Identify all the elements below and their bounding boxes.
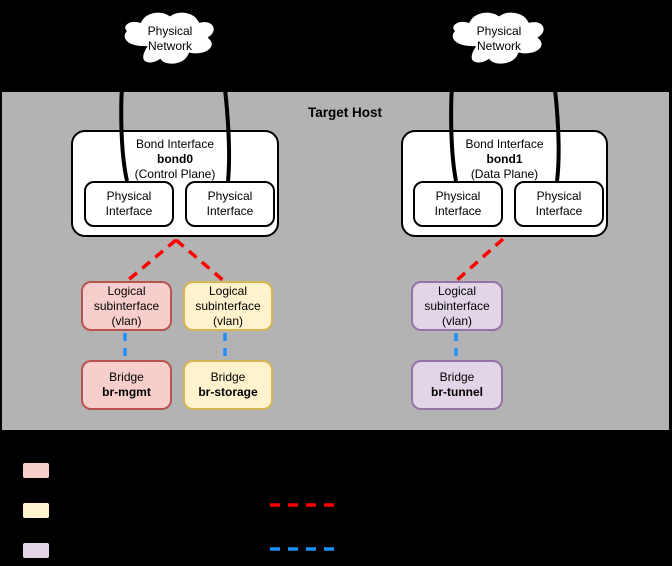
vlan-label: Logical — [107, 283, 146, 298]
legend-mgmt-color-swatch — [21, 461, 51, 480]
bond0-plane-label: (Control Plane) — [134, 167, 216, 181]
bridge-label: Bridge — [109, 370, 144, 384]
bond0-name: bond0 — [157, 152, 193, 166]
vlan-label: (vlan) — [111, 313, 142, 328]
vlan-label: (vlan) — [212, 313, 243, 328]
bond1-label: Bond Interface bond1 (Data Plane) — [403, 137, 606, 182]
bond0-physical-interface-1: Physical Interface — [84, 181, 174, 227]
bond1-name: bond1 — [486, 152, 523, 166]
target-host-title: Target Host — [307, 105, 382, 120]
bridge-br-tunnel: Bridge br-tunnel — [411, 360, 503, 410]
cloud-label-line: Physical — [147, 24, 193, 38]
bridge-br-storage: Bridge br-storage — [183, 360, 273, 410]
bridge-br-mgmt: Bridge br-mgmt — [81, 360, 172, 410]
bridge-name: br-mgmt — [102, 385, 151, 399]
bridge-name: br-tunnel — [431, 385, 483, 399]
bond1-box: Bond Interface bond1 (Data Plane) Physic… — [401, 130, 608, 237]
physical-interface-label: Interface — [434, 204, 482, 218]
vlan-label: subinterface — [424, 298, 490, 313]
vlan-subinterface-storage: Logical subinterface (vlan) — [183, 281, 273, 331]
vlan-label: Logical — [437, 283, 477, 298]
bond0-box: Bond Interface bond0 (Control Plane) Phy… — [71, 130, 279, 237]
vlan-subinterface-mgmt: Logical subinterface (vlan) — [81, 281, 172, 331]
vlan-label: subinterface — [93, 298, 160, 313]
physical-interface-label: Interface — [206, 204, 254, 218]
bridge-label: Bridge — [210, 370, 246, 384]
physical-interface-label: Physical — [536, 189, 582, 203]
cloud-left-label: Physical Network — [125, 24, 215, 54]
physical-interface-label: Interface — [105, 204, 153, 218]
cloud-label-line: Physical — [476, 24, 522, 38]
vlan-subinterface-tunnel: Logical subinterface (vlan) — [411, 281, 503, 331]
physical-interface-label: Physical — [435, 189, 481, 203]
bond1-plane-label: (Data Plane) — [470, 167, 539, 181]
cloud-right-label: Physical Network — [454, 24, 544, 54]
bond0-label: Bond Interface bond0 (Control Plane) — [73, 137, 277, 182]
bridge-name: br-storage — [198, 385, 258, 399]
vlan-label: Logical — [208, 283, 248, 298]
legend-storage-color-swatch — [21, 501, 51, 520]
bond1-physical-interface-1: Physical Interface — [413, 181, 503, 227]
physical-interface-label: Physical — [207, 189, 253, 203]
physical-interface-label: Physical — [106, 189, 152, 203]
legend-tunnel-color-swatch — [21, 541, 51, 560]
bond0-physical-interface-2: Physical Interface — [185, 181, 275, 227]
bridge-label: Bridge — [439, 370, 475, 384]
bond1-physical-interface-2: Physical Interface — [514, 181, 604, 227]
cloud-label-line: Network — [147, 39, 192, 53]
bond1-type-label: Bond Interface — [465, 137, 544, 151]
vlan-label: (vlan) — [441, 313, 472, 328]
vlan-label: subinterface — [195, 298, 261, 313]
cloud-label-line: Network — [476, 39, 521, 53]
physical-interface-label: Interface — [535, 204, 583, 218]
bond0-type-label: Bond Interface — [135, 137, 215, 151]
